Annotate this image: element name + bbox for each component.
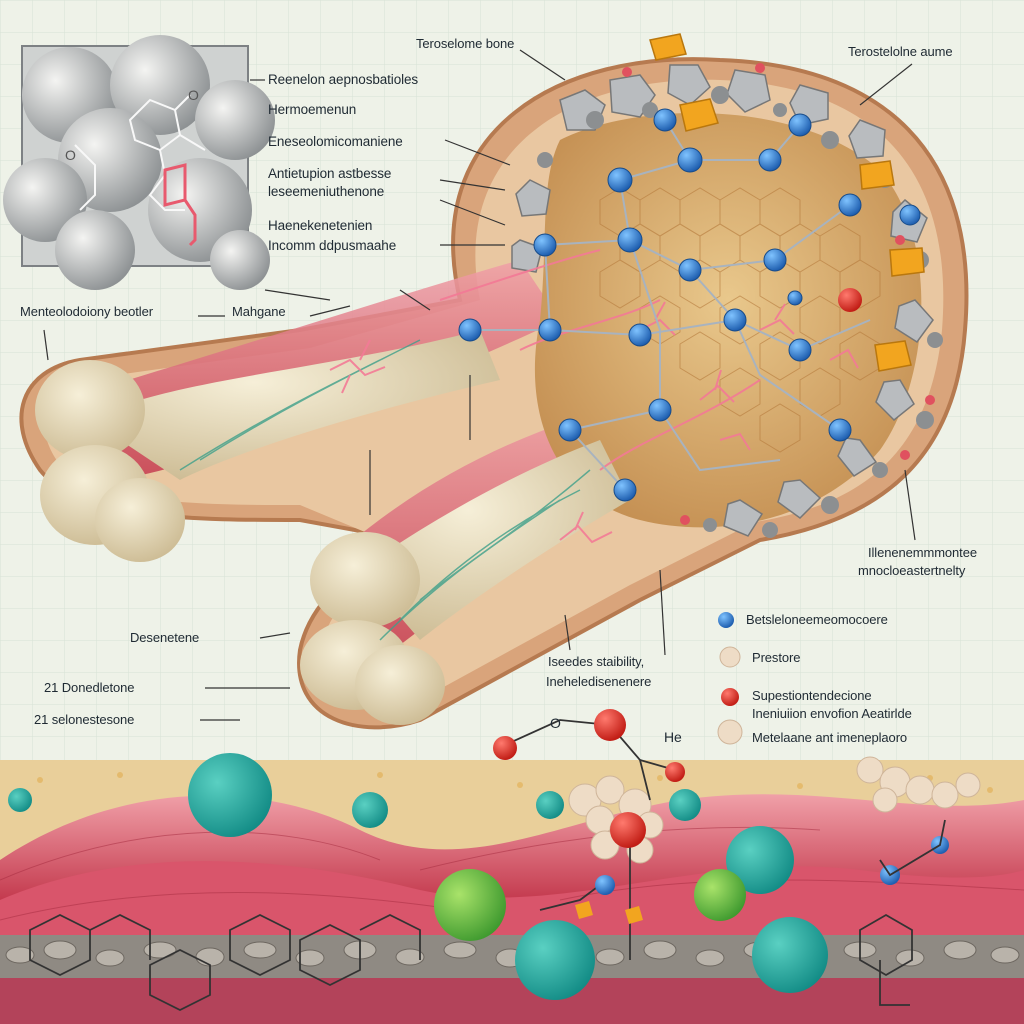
legend-item-5: Metelaane ant imeneplaoro (752, 730, 908, 745)
label-bottom-left-1: Desenetene (130, 630, 200, 645)
leader-lines (43, 49, 916, 721)
legend-item-1: Betsleloneemeomocoere (746, 612, 888, 627)
label-center-b: Ineheledisenenere (546, 674, 652, 689)
label-chem-he: He (664, 729, 682, 745)
tissue-cells (8, 753, 828, 1000)
label-center-a: Iseedes staibility, (548, 654, 645, 669)
label-inset-3: Eneseolomicomaniene (268, 134, 403, 149)
label-inset-4a: Antietupion astbesse (268, 166, 392, 181)
label-inset-4b: leseemeniuthenone (268, 184, 385, 199)
label-top-bone: Teroselome bone (416, 36, 515, 51)
label-right-mid-b: mnocloeastertnelty (858, 563, 966, 578)
label-top-right: Terostelolne aume (848, 44, 953, 59)
label-right-mid-a: Illenenemmmontee (868, 545, 977, 560)
legend-item-4: Ineniuiion envofion Aeatirlde (752, 706, 912, 721)
svg-text:O: O (65, 147, 76, 163)
label-chem-o: O (550, 715, 561, 731)
label-left-b: Mahgane (232, 304, 286, 319)
label-inset-2: Hermoemenun (268, 102, 357, 117)
label-inset-1: Reenelon aepnosbatioles (268, 72, 419, 87)
label-bottom-left-2: 21 Donedletone (44, 680, 135, 695)
label-inset-5a: Haenekenetenien (268, 218, 373, 233)
label-bottom-left-3: 21 selonestesone (34, 712, 135, 727)
legend-markers (717, 612, 743, 745)
legend-item-2: Prestore (752, 650, 801, 665)
svg-text:O: O (188, 87, 199, 103)
inset-molecule-panel: O O (3, 35, 275, 290)
label-inset-5b: Incomm ddpusmaahe (268, 238, 397, 253)
legend-item-3: Supestiontendecione (752, 688, 872, 703)
label-left-a: Menteolodoiony beotler (20, 304, 153, 319)
